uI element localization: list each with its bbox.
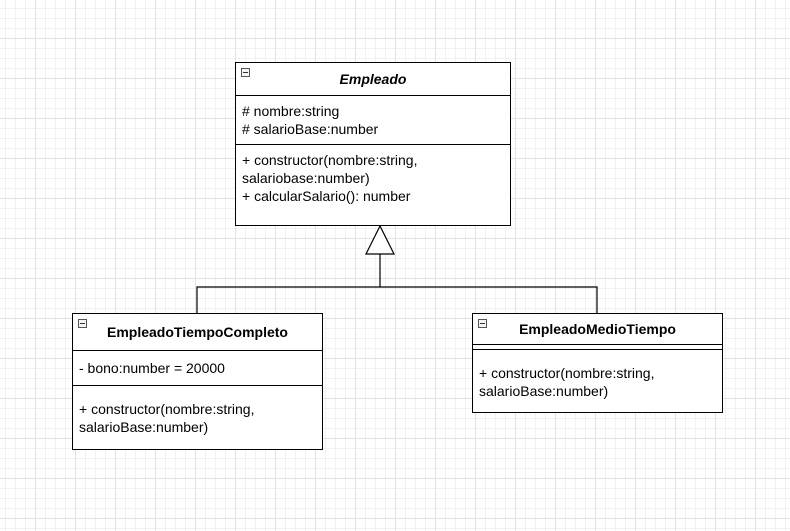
inheritance-line-medio-tiempo[interactable] [380,286,598,313]
method: + calcularSalario(): number [242,188,411,204]
class-tiempo-completo-methods[interactable]: + constructor(nombre:string, salarioBase… [73,386,322,442]
class-tiempo-completo-name: EmpleadoTiempoCompleto [107,324,288,340]
method: + constructor(nombre:string, [479,365,655,381]
method: salarioBase:number) [79,419,209,435]
class-medio-tiempo-attributes[interactable] [473,345,722,350]
collapse-icon[interactable] [241,68,250,77]
attribute: - bono:number = 20000 [79,360,225,376]
class-empleado-methods[interactable]: + constructor(nombre:string, salariobase… [236,145,510,211]
generalization-arrowhead [365,224,395,255]
inheritance-line-tiempo-completo[interactable] [196,254,381,313]
class-empleado-attributes[interactable]: # nombre:string # salarioBase:number [236,96,510,145]
class-empleado-tiempo-completo[interactable]: EmpleadoTiempoCompleto - bono:number = 2… [72,313,323,450]
method: salariobase:number) [242,170,370,186]
method: + constructor(nombre:string, [242,152,418,168]
class-empleado[interactable]: Empleado # nombre:string # salarioBase:n… [235,62,511,226]
method: salarioBase:number) [479,383,609,399]
method: + constructor(nombre:string, [79,401,255,417]
class-medio-tiempo-methods[interactable]: + constructor(nombre:string, salarioBase… [473,350,722,406]
class-medio-tiempo-name: EmpleadoMedioTiempo [519,321,676,337]
attribute: # salarioBase:number [242,121,379,137]
class-empleado-medio-tiempo[interactable]: EmpleadoMedioTiempo + constructor(nombre… [472,313,723,413]
class-medio-tiempo-header[interactable]: EmpleadoMedioTiempo [473,314,722,345]
collapse-icon[interactable] [478,319,487,328]
attribute: # nombre:string [242,103,340,119]
class-tiempo-completo-attributes[interactable]: - bono:number = 20000 [73,351,322,386]
class-empleado-name: Empleado [339,71,407,87]
class-tiempo-completo-header[interactable]: EmpleadoTiempoCompleto [73,314,322,351]
class-empleado-header[interactable]: Empleado [236,63,510,96]
collapse-icon[interactable] [78,319,87,328]
